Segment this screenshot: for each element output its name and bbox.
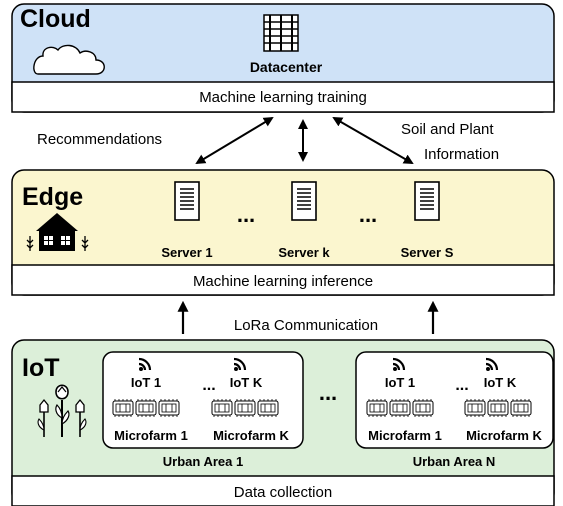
server-1-label: Server 1 <box>161 245 212 260</box>
microfarm-1-chips <box>112 398 180 418</box>
server-s-icon <box>414 181 440 221</box>
server-s-label: Server S <box>401 245 454 260</box>
microfarm-k-chips <box>464 398 532 418</box>
cloud-icon <box>33 44 105 75</box>
microfarm-1-chips <box>366 398 434 418</box>
soil-plant-arrow <box>332 117 414 164</box>
cloud-title: Cloud <box>20 5 91 33</box>
datacenter-label: Datacenter <box>250 59 323 75</box>
edge-iot-links: LoRa Communication <box>177 300 439 334</box>
cloud-edge-links: Recommendations Soil and Plant Informati… <box>37 116 499 165</box>
iot-layer: IoT IoT 1 ... IoT K <box>11 339 555 506</box>
datacenter-icon <box>263 14 299 52</box>
microfarm-k-chips <box>211 398 279 418</box>
edge-bar-label: Machine learning inference <box>193 273 373 290</box>
server-k-icon <box>291 181 317 221</box>
microfarm-k-label: Microfarm K <box>213 428 289 443</box>
microfarm-1-label: Microfarm 1 <box>114 428 188 443</box>
edge-ellipsis-2: ... <box>359 202 377 227</box>
iot-area-ellipsis: ... <box>319 380 337 405</box>
urban-area-n-label: Urban Area N <box>413 454 496 469</box>
iot-k-label: IoT K <box>230 375 263 390</box>
area1-ellipsis: ... <box>202 377 215 394</box>
urban-area-1-label: Urban Area 1 <box>163 454 243 469</box>
server-1-icon <box>174 181 200 221</box>
soil-plant-label-1: Soil and Plant <box>401 121 494 138</box>
edge-bar <box>11 264 555 296</box>
cloud-bar <box>11 81 555 113</box>
microfarm-k-label: Microfarm K <box>466 428 542 443</box>
edge-layer: Edge Server 1 Server k Server S ... ... … <box>11 169 555 296</box>
iot-1-label: IoT 1 <box>131 375 161 390</box>
iot-bar-label: Data collection <box>234 484 332 501</box>
lora-label: LoRa Communication <box>234 317 378 334</box>
edge-ellipsis-1: ... <box>237 202 255 227</box>
plants-icon <box>37 384 87 437</box>
iot-k-label: IoT K <box>484 375 517 390</box>
arean-ellipsis: ... <box>455 377 468 394</box>
server-k-label: Server k <box>278 245 330 260</box>
recommendations-label: Recommendations <box>37 131 162 148</box>
iot-title: IoT <box>22 354 60 382</box>
urban-area-n-box <box>355 351 554 449</box>
cloud-layer: Cloud Datacenter Machine learning traini… <box>11 3 555 113</box>
soil-plant-label-2: Information <box>424 146 499 163</box>
iot-bar <box>11 475 555 506</box>
edge-title: Edge <box>22 183 83 211</box>
urban-area-1-box <box>102 351 304 449</box>
recommendations-arrow <box>195 116 274 165</box>
cloud-bar-label: Machine learning training <box>199 89 367 106</box>
farmhouse-icon <box>26 213 89 251</box>
microfarm-1-label: Microfarm 1 <box>368 428 442 443</box>
iot-1-label: IoT 1 <box>385 375 415 390</box>
